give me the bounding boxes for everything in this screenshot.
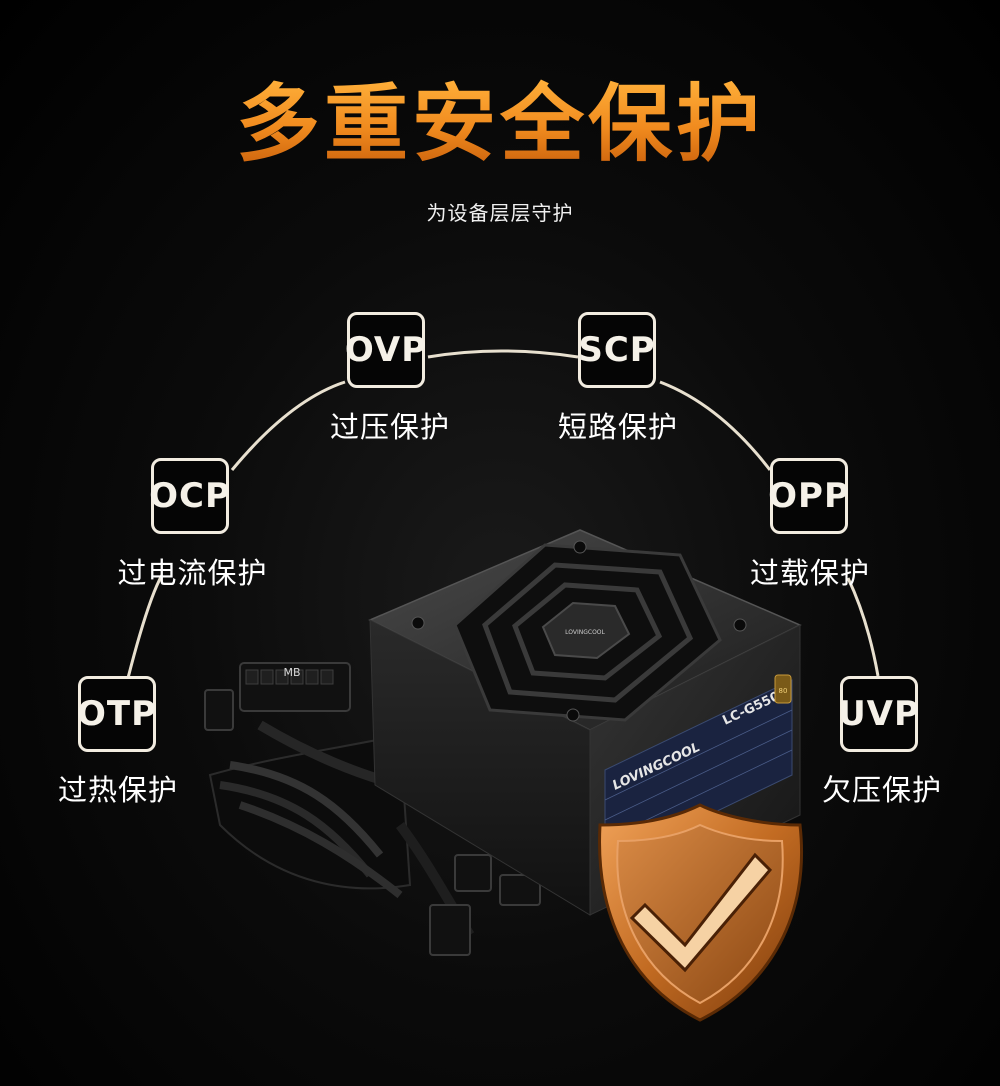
page-title: 多重安全保护: [0, 78, 1000, 171]
ocp-badge: OCP: [149, 458, 230, 534]
cable-bundle: MB: [204, 662, 541, 956]
opp-badge: OPP: [768, 458, 849, 534]
shield-check-icon: [598, 803, 803, 1022]
ocp-label: 过电流保护: [117, 556, 268, 590]
80plus-badge: [774, 674, 792, 704]
uvp-label: 欠压保护: [822, 773, 943, 807]
page-subtitle: 为设备层层守护: [426, 201, 574, 225]
otp-badge: OTP: [77, 676, 156, 752]
uvp-badge: UVP: [838, 676, 919, 752]
scp-badge: SCP: [578, 312, 656, 388]
opp-label: 过载保护: [750, 556, 871, 590]
scp-label: 短路保护: [558, 410, 679, 444]
ovp-badge: OVP: [345, 312, 426, 388]
svg-text:80: 80: [779, 687, 788, 695]
mb-connector-label: MB: [283, 666, 300, 679]
ovp-label: 过压保护: [330, 410, 451, 444]
otp-label: 过热保护: [58, 773, 179, 807]
psu-product-image: MB LOVINGCOOL LOVINGCOOL LC-G550 80: [204, 529, 803, 1022]
fan-grille: LOVINGCOOL: [453, 543, 722, 722]
fan-hub-logo: LOVINGCOOL: [565, 629, 605, 636]
